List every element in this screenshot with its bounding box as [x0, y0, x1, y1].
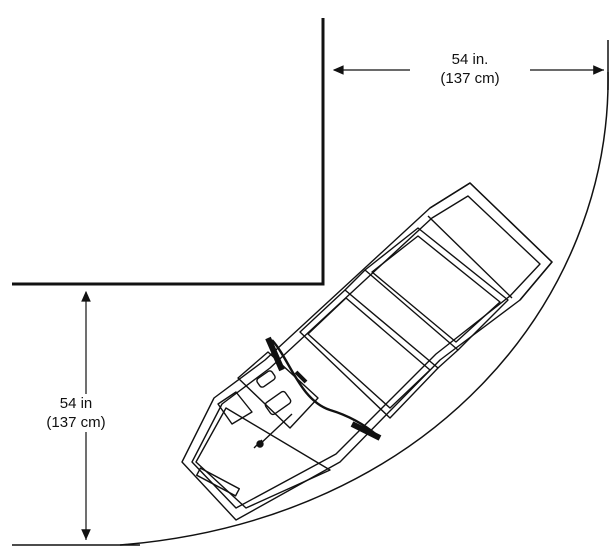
- seat-rail-2: [437, 349, 459, 369]
- lever-knob: [256, 440, 264, 448]
- rear-seat-inner: [371, 235, 501, 343]
- bow-hatch: [195, 467, 241, 497]
- top-dimension-inches: 54 in.: [451, 51, 489, 68]
- seat-rail-1: [344, 269, 366, 291]
- boat-stern-inner: [427, 215, 513, 299]
- left-dimension-centimeters: (137 cm): [46, 414, 106, 431]
- strap-clip-right: [350, 421, 382, 441]
- top-dimension-label: 54 in. (137 cm): [410, 50, 530, 88]
- front-console: [237, 351, 319, 429]
- console-window-1: [256, 370, 276, 388]
- middle-seat-inner: [307, 297, 431, 409]
- bow-step: [217, 391, 253, 425]
- strap-clip-left: [265, 336, 285, 372]
- tie-down-strap: [271, 339, 379, 437]
- strap-hook: [294, 370, 308, 384]
- turning-radius-arc: [119, 71, 609, 546]
- corner-wall: [12, 18, 325, 286]
- left-dimension-inches: 54 in: [59, 395, 93, 412]
- left-dimension-label: 54 in (137 cm): [26, 394, 126, 432]
- boat-stern: [429, 182, 553, 301]
- console-window-2: [264, 390, 292, 416]
- rear-seat: [364, 227, 509, 351]
- boat: [181, 182, 553, 521]
- boat-hull: [181, 182, 553, 521]
- top-dimension-centimeters: (137 cm): [440, 70, 500, 87]
- boat-gunwale: [191, 195, 541, 509]
